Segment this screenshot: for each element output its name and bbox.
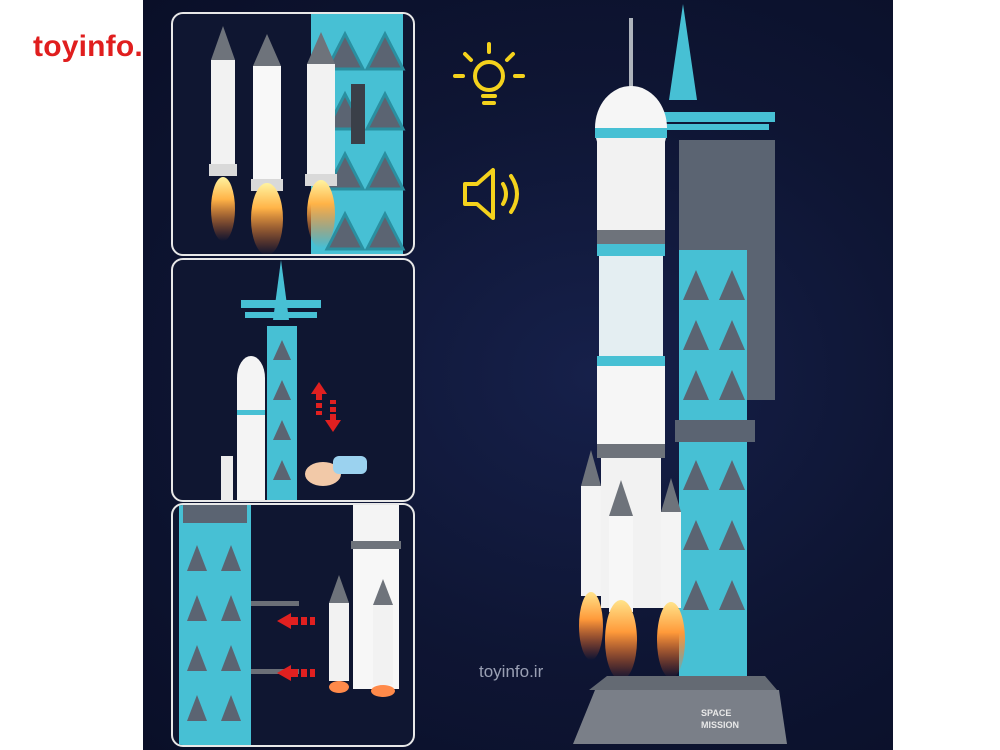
base-label-line2: MISSION — [701, 720, 739, 730]
speaker-icon — [459, 162, 531, 226]
brand-logo-text: toyinfo.ir — [33, 30, 164, 63]
panel-tower-crane-lift — [171, 258, 415, 502]
watermark: toyinfo.ir — [479, 662, 544, 681]
panel-rockets-firing — [171, 12, 415, 256]
base-label-line1: SPACE — [701, 708, 731, 718]
lightbulb-icon — [451, 40, 527, 116]
panel-boosters-attach — [171, 503, 415, 747]
main-rocket-tower: SPACE MISSION — [551, 0, 811, 750]
product-image: SPACE MISSION toyinfo.ir — [143, 0, 893, 750]
